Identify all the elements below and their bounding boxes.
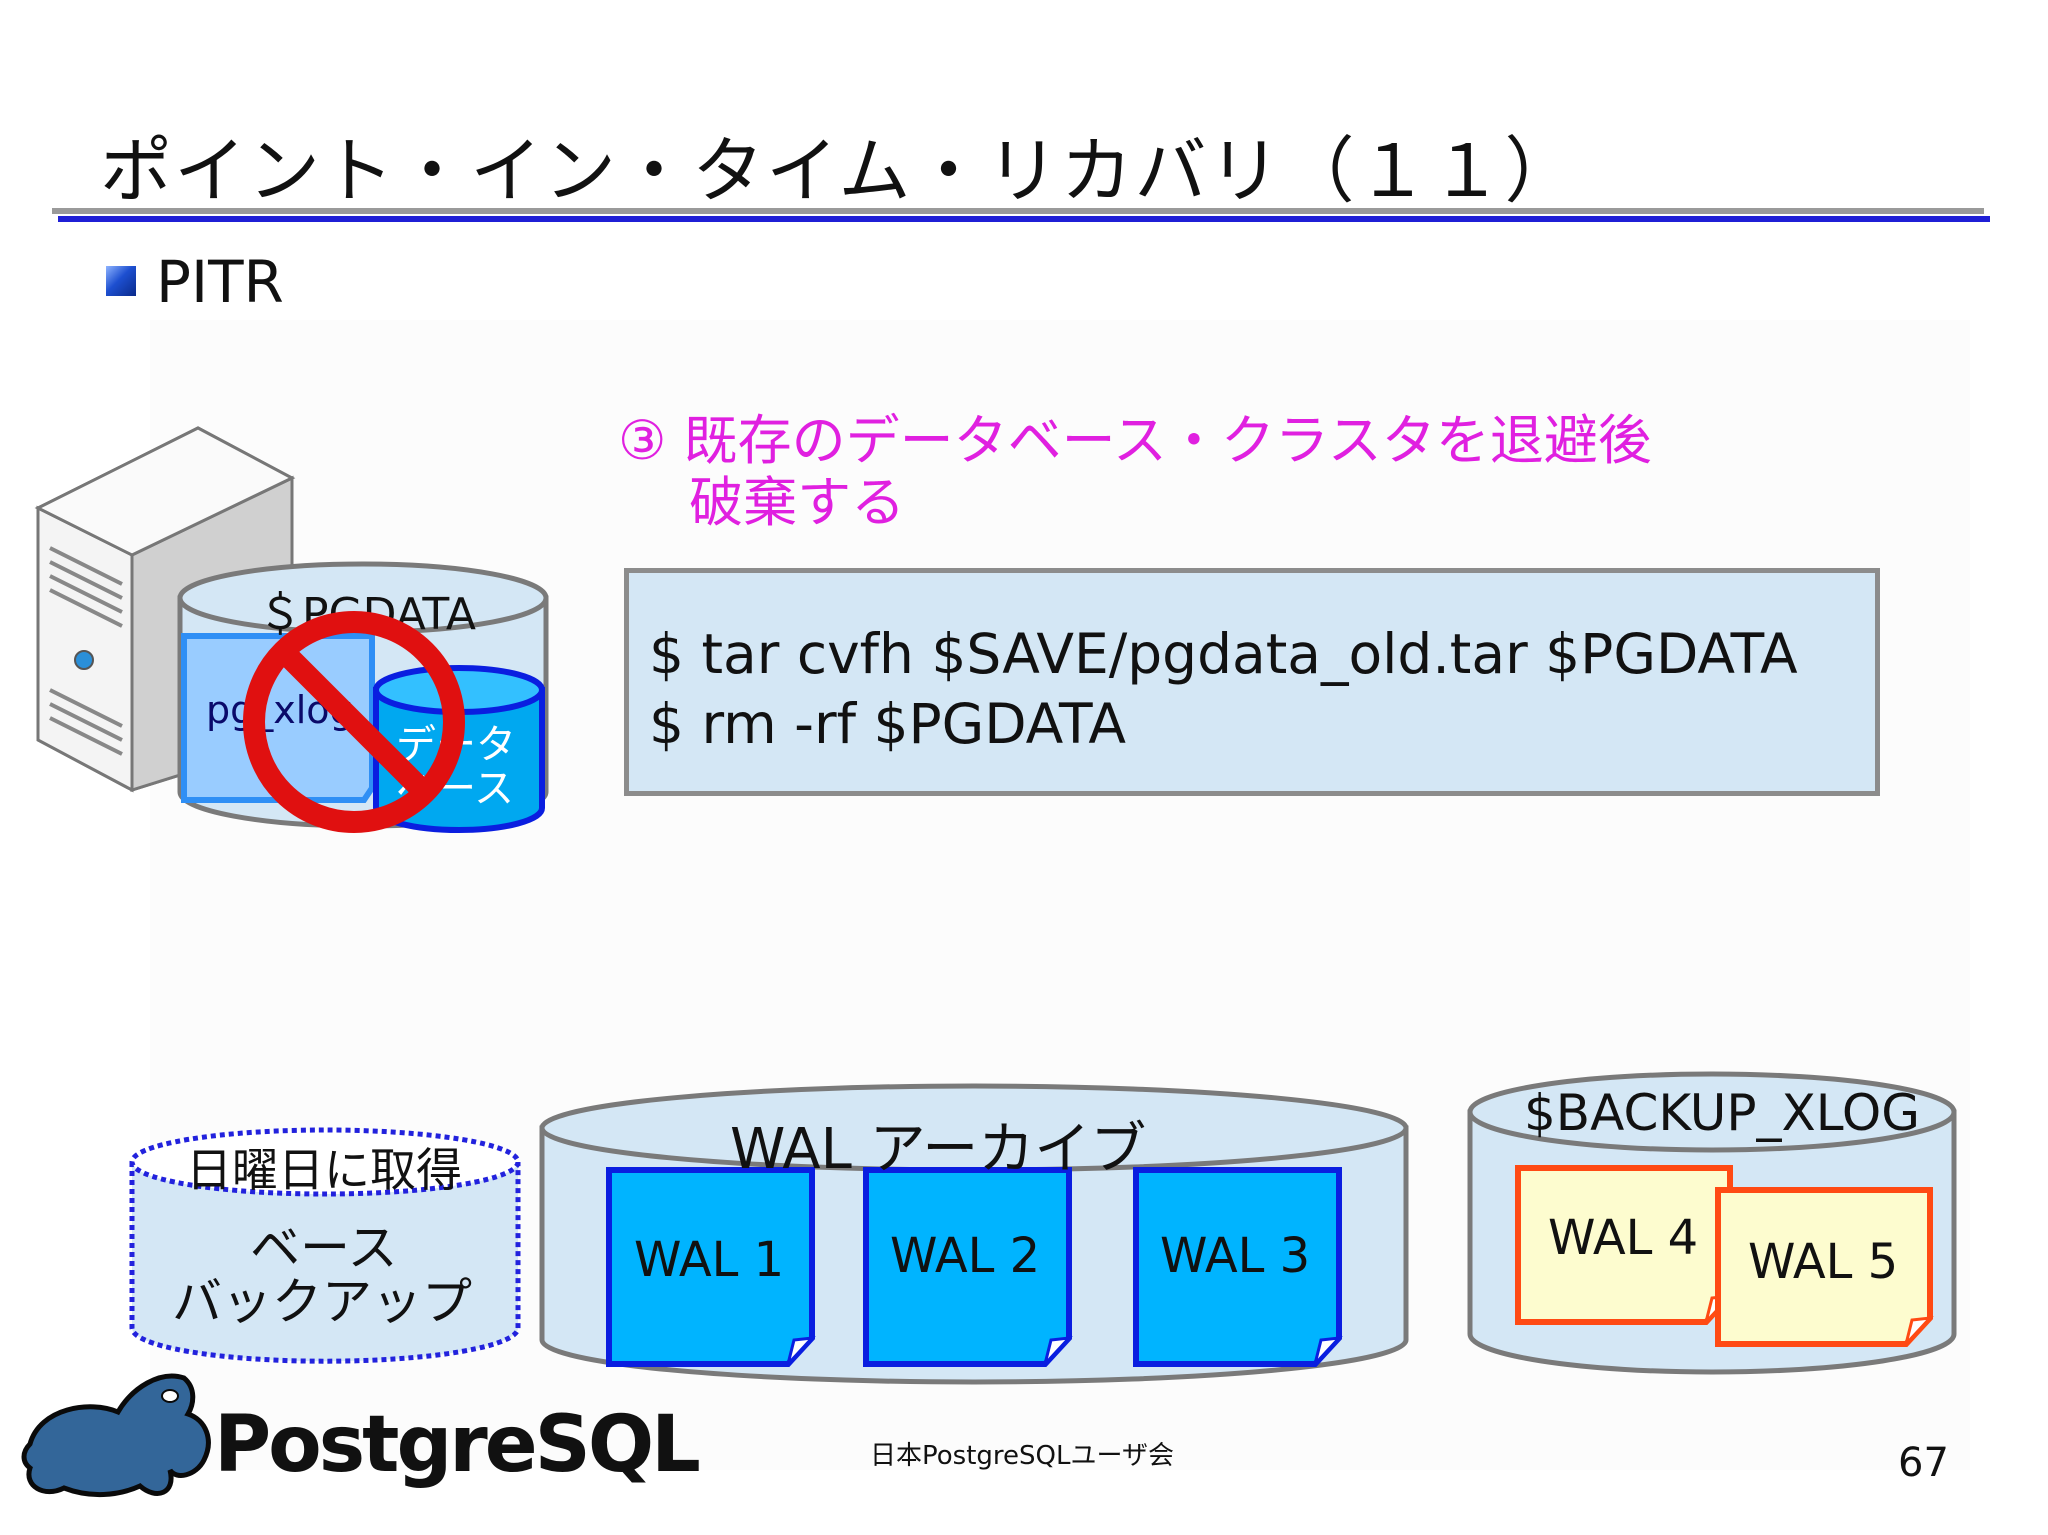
postgresql-elephant-icon [21, 1373, 211, 1498]
prohibit-icon [243, 611, 465, 833]
command-box: $ tar cvfh $SAVE/pgdata_old.tar $PGDATA … [624, 568, 1880, 796]
backup-xlog-label: $BACKUP_XLOG [1524, 1084, 1920, 1142]
command-rm: $ rm -rf $PGDATA [649, 692, 1126, 756]
title-rule-shadow [52, 208, 1984, 214]
pg-xlog-page [181, 633, 375, 803]
wal-file-1-label: WAL 1 [634, 1232, 785, 1288]
wal-file-3 [1133, 1167, 1343, 1367]
wal-file-5 [1715, 1187, 1934, 1347]
wal-file-5-label: WAL 5 [1748, 1234, 1899, 1290]
base-backup-cylinder [129, 1127, 521, 1364]
page-number: 67 [1898, 1440, 1949, 1486]
bullet-pitr: PITR [156, 248, 284, 316]
command-tar: $ tar cvfh $SAVE/pgdata_old.tar $PGDATA [649, 622, 1798, 686]
wal-file-2 [863, 1167, 1073, 1367]
slide-title: ポイント・イン・タイム・リカバリ（１１） [100, 129, 1579, 213]
title-rule [58, 216, 1990, 222]
postgresql-logo-text: PostgreSQL [214, 1400, 701, 1490]
base-backup-line1: ベース [250, 1219, 398, 1277]
bullet-square-icon [106, 266, 136, 296]
wal-file-1 [606, 1167, 816, 1367]
base-backup-line2: バックアップ [172, 1273, 472, 1331]
wal-archive-label: WAL アーカイブ [730, 1117, 1147, 1182]
wal-file-4-label: WAL 4 [1548, 1210, 1699, 1266]
wal-file-2-label: WAL 2 [890, 1228, 1041, 1284]
step-3-note: ③ 既存のデータベース・クラスタを退避後 破棄する [618, 409, 1652, 534]
footer-organization: 日本PostgreSQLユーザ会 [870, 1441, 1174, 1471]
base-backup-date-label: 日曜日に取得 [186, 1143, 462, 1197]
wal-file-3-label: WAL 3 [1160, 1228, 1311, 1284]
